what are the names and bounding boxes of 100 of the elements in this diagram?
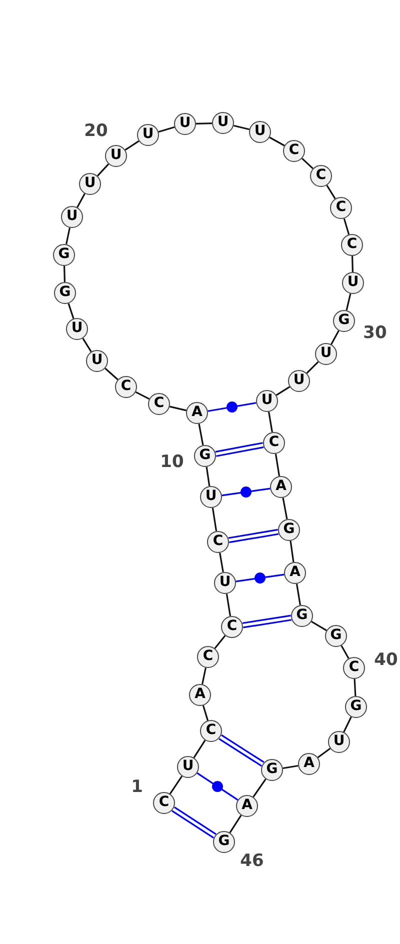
backbone-line	[201, 668, 207, 684]
nucleotide-circle: U	[174, 113, 196, 135]
backbone-line	[214, 635, 226, 649]
nucleotide-circle: C	[200, 720, 222, 742]
base-pair-line	[208, 402, 256, 412]
backbone-line	[340, 645, 350, 659]
position-number: 1	[131, 777, 143, 797]
backbone-line	[311, 620, 327, 632]
backbone-line	[343, 218, 350, 235]
backbone-line	[193, 740, 206, 758]
nucleotide-circle: C	[310, 165, 332, 187]
backbone-line	[269, 136, 285, 146]
nucleotide-circle: G	[54, 282, 76, 304]
backbone-line	[274, 454, 280, 476]
backbone-line	[317, 748, 331, 758]
nucleotide-circle: G	[213, 831, 235, 853]
nucleotide-circle: C	[197, 646, 219, 668]
position-number: 30	[363, 323, 387, 343]
nucleotide-circle: G	[194, 445, 216, 467]
backbone-line	[76, 193, 86, 208]
backbone-line	[198, 424, 204, 446]
base-pair-line	[222, 488, 270, 496]
nucleotide-circle: U	[315, 343, 337, 365]
nucleotide-circle: G	[53, 244, 75, 266]
nucleotide-circle: G	[345, 696, 367, 718]
nucleotide-circle: U	[137, 124, 159, 146]
nucleotide-circle: U	[212, 112, 234, 134]
nucleotide-circle: U	[214, 572, 236, 594]
nucleotide-circle: A	[189, 684, 211, 706]
backbone-line	[196, 122, 212, 124]
backbone-line	[330, 330, 340, 345]
nucleotide-circle: U	[61, 206, 83, 228]
position-number: 10	[160, 452, 184, 472]
base-pair-line	[236, 574, 284, 582]
backbone-line	[68, 303, 74, 319]
backbone-line	[170, 406, 186, 412]
backbone-line	[64, 266, 66, 282]
nucleotide-circle: U	[249, 121, 271, 143]
base-pair-line	[218, 734, 265, 767]
nucleotide-circle: C	[221, 616, 243, 638]
nucleotide-circle: C	[341, 234, 363, 256]
backbone-line	[206, 466, 210, 486]
nucleotide-circle: C	[115, 376, 137, 398]
backbone-line	[169, 776, 183, 794]
nucleotide-circle: U	[328, 731, 350, 753]
nucleotide-circle: G	[278, 519, 300, 541]
nucleotide-circle: U	[66, 318, 88, 340]
backbone-line	[219, 552, 224, 572]
nucleotide-circle: U	[200, 486, 222, 508]
nucleotide-circle: G	[325, 625, 347, 647]
backbone-line	[124, 140, 140, 151]
backbone-line	[354, 678, 356, 696]
backbone-line	[158, 126, 175, 133]
backbone-line	[212, 508, 218, 532]
backbone-line	[226, 594, 232, 616]
backbone-line	[296, 584, 302, 606]
nucleotide-circle: G	[333, 310, 355, 332]
nucleotide-circle: U	[105, 145, 127, 167]
nucleotide-circle: G	[261, 759, 283, 781]
nucleotide-circle: C	[343, 657, 365, 679]
backbone-line	[82, 338, 92, 352]
backbone-line	[276, 386, 290, 396]
backbone-line	[343, 716, 352, 732]
nucleotide-circle: A	[284, 562, 306, 584]
nucleotide-circle: C	[153, 792, 175, 814]
backbone-line	[290, 540, 294, 562]
position-number: 46	[240, 851, 264, 871]
nucleotide-circle: A	[270, 476, 292, 498]
position-number: 20	[84, 121, 108, 141]
backbone-line	[135, 391, 150, 400]
backbone-line	[202, 705, 209, 721]
backbone-line	[282, 764, 298, 770]
backbone-line	[282, 498, 288, 520]
nucleotide-circle: C	[207, 531, 229, 553]
backbone-line	[268, 412, 273, 432]
nucleotide-circle: A	[298, 753, 320, 775]
backbone-line	[104, 368, 118, 380]
position-number: 40	[374, 650, 398, 670]
nucleotide-circle: A	[236, 795, 258, 817]
nucleotide-circle: G	[291, 605, 313, 627]
nucleotide-circle: U	[86, 350, 108, 372]
nucleotide-circle: U	[177, 756, 199, 778]
backbone-line	[302, 158, 314, 170]
base-pair-line	[242, 614, 292, 628]
backbone-line	[252, 778, 266, 798]
nucleotide-circle: C	[263, 432, 285, 454]
nucleotide-circle: C	[283, 140, 305, 162]
backbone-line	[306, 361, 319, 374]
backbone-line	[96, 164, 110, 176]
base-pair-line	[228, 528, 280, 544]
nucleotide-circle: U	[79, 173, 101, 195]
nucleotide-circle: A	[186, 402, 208, 424]
backbone-line	[346, 294, 352, 310]
nucleotide-circle: U	[256, 390, 278, 412]
backbone-line	[326, 184, 336, 200]
base-pair-line	[214, 442, 264, 457]
backbone-line	[234, 124, 250, 130]
nucleotide-circle: U	[342, 272, 364, 294]
base-pair-line	[171, 806, 217, 839]
backbone-line	[229, 814, 242, 834]
